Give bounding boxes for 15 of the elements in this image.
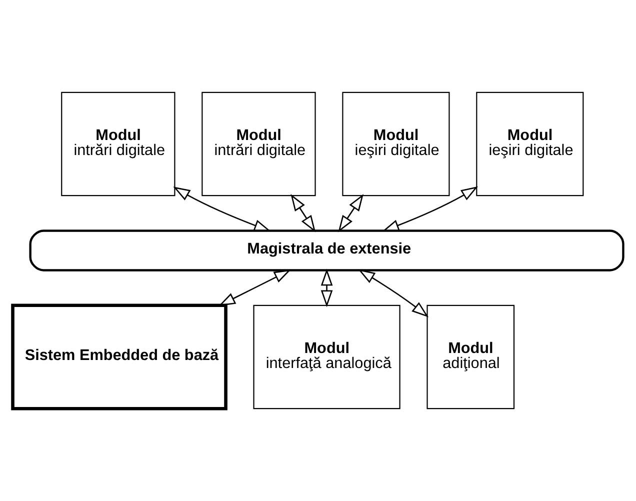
arrow [382, 186, 478, 232]
arrow [218, 270, 291, 306]
node-box: Modul ieşiri digitale [342, 92, 450, 196]
arrow [358, 269, 429, 318]
arrow [320, 268, 333, 308]
node-box: Sistem Embedded de bază [11, 304, 228, 410]
node-box: Modul adiţional [426, 304, 515, 410]
node-box: Magistrala de extensie [29, 230, 624, 272]
node-box: Modul ieşiri digitale [476, 92, 584, 196]
node-box: Modul interfaţă analogică [253, 304, 400, 410]
node-box: Modul intrări digitale [61, 92, 176, 196]
arrow [173, 186, 271, 232]
arrow [338, 194, 364, 232]
node-box: Modul intrări digitale [202, 92, 316, 196]
arrow [290, 194, 316, 232]
